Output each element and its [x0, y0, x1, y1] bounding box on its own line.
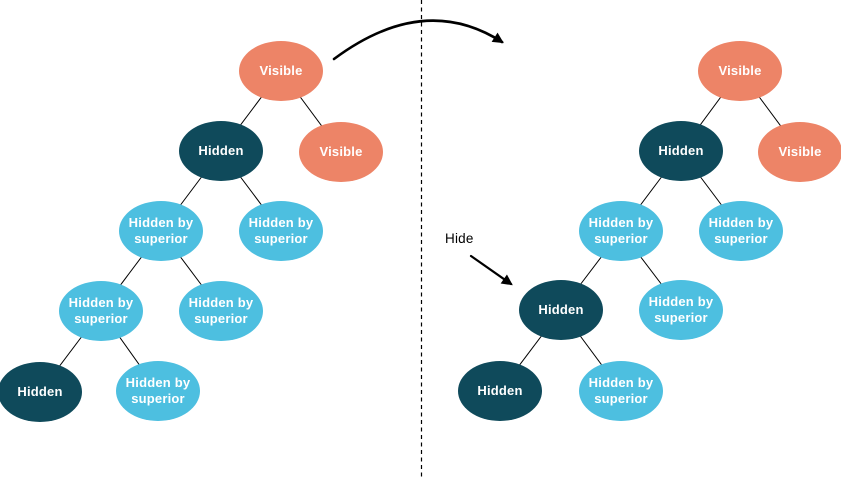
left-node-hbs-2: Hidden by superior — [239, 201, 323, 261]
left-node-hidden: Hidden — [179, 121, 263, 181]
right-node-hidden-leaf: Hidden — [458, 361, 542, 421]
left-node-hidden-leaf: Hidden — [0, 362, 82, 422]
right-node-visible: Visible — [758, 122, 841, 182]
right-node-hidden-target: Hidden — [519, 280, 603, 340]
right-node-root-visible: Visible — [698, 41, 782, 101]
right-node-hbs-1: Hidden by superior — [579, 201, 663, 261]
right-node-hidden: Hidden — [639, 121, 723, 181]
left-node-root-visible: Visible — [239, 41, 323, 101]
left-node-visible: Visible — [299, 122, 383, 182]
right-node-hbs-4: Hidden by superior — [579, 361, 663, 421]
hide-arrow — [469, 254, 513, 286]
left-node-hbs-1: Hidden by superior — [119, 201, 203, 261]
transform-arrow — [332, 19, 504, 61]
right-node-hbs-3: Hidden by superior — [639, 280, 723, 340]
left-node-hbs-3: Hidden by superior — [59, 281, 143, 341]
hide-annotation-label: Hide — [445, 231, 474, 246]
right-node-hbs-2: Hidden by superior — [699, 201, 783, 261]
left-node-hbs-4: Hidden by superior — [179, 281, 263, 341]
left-node-hbs-5: Hidden by superior — [116, 361, 200, 421]
